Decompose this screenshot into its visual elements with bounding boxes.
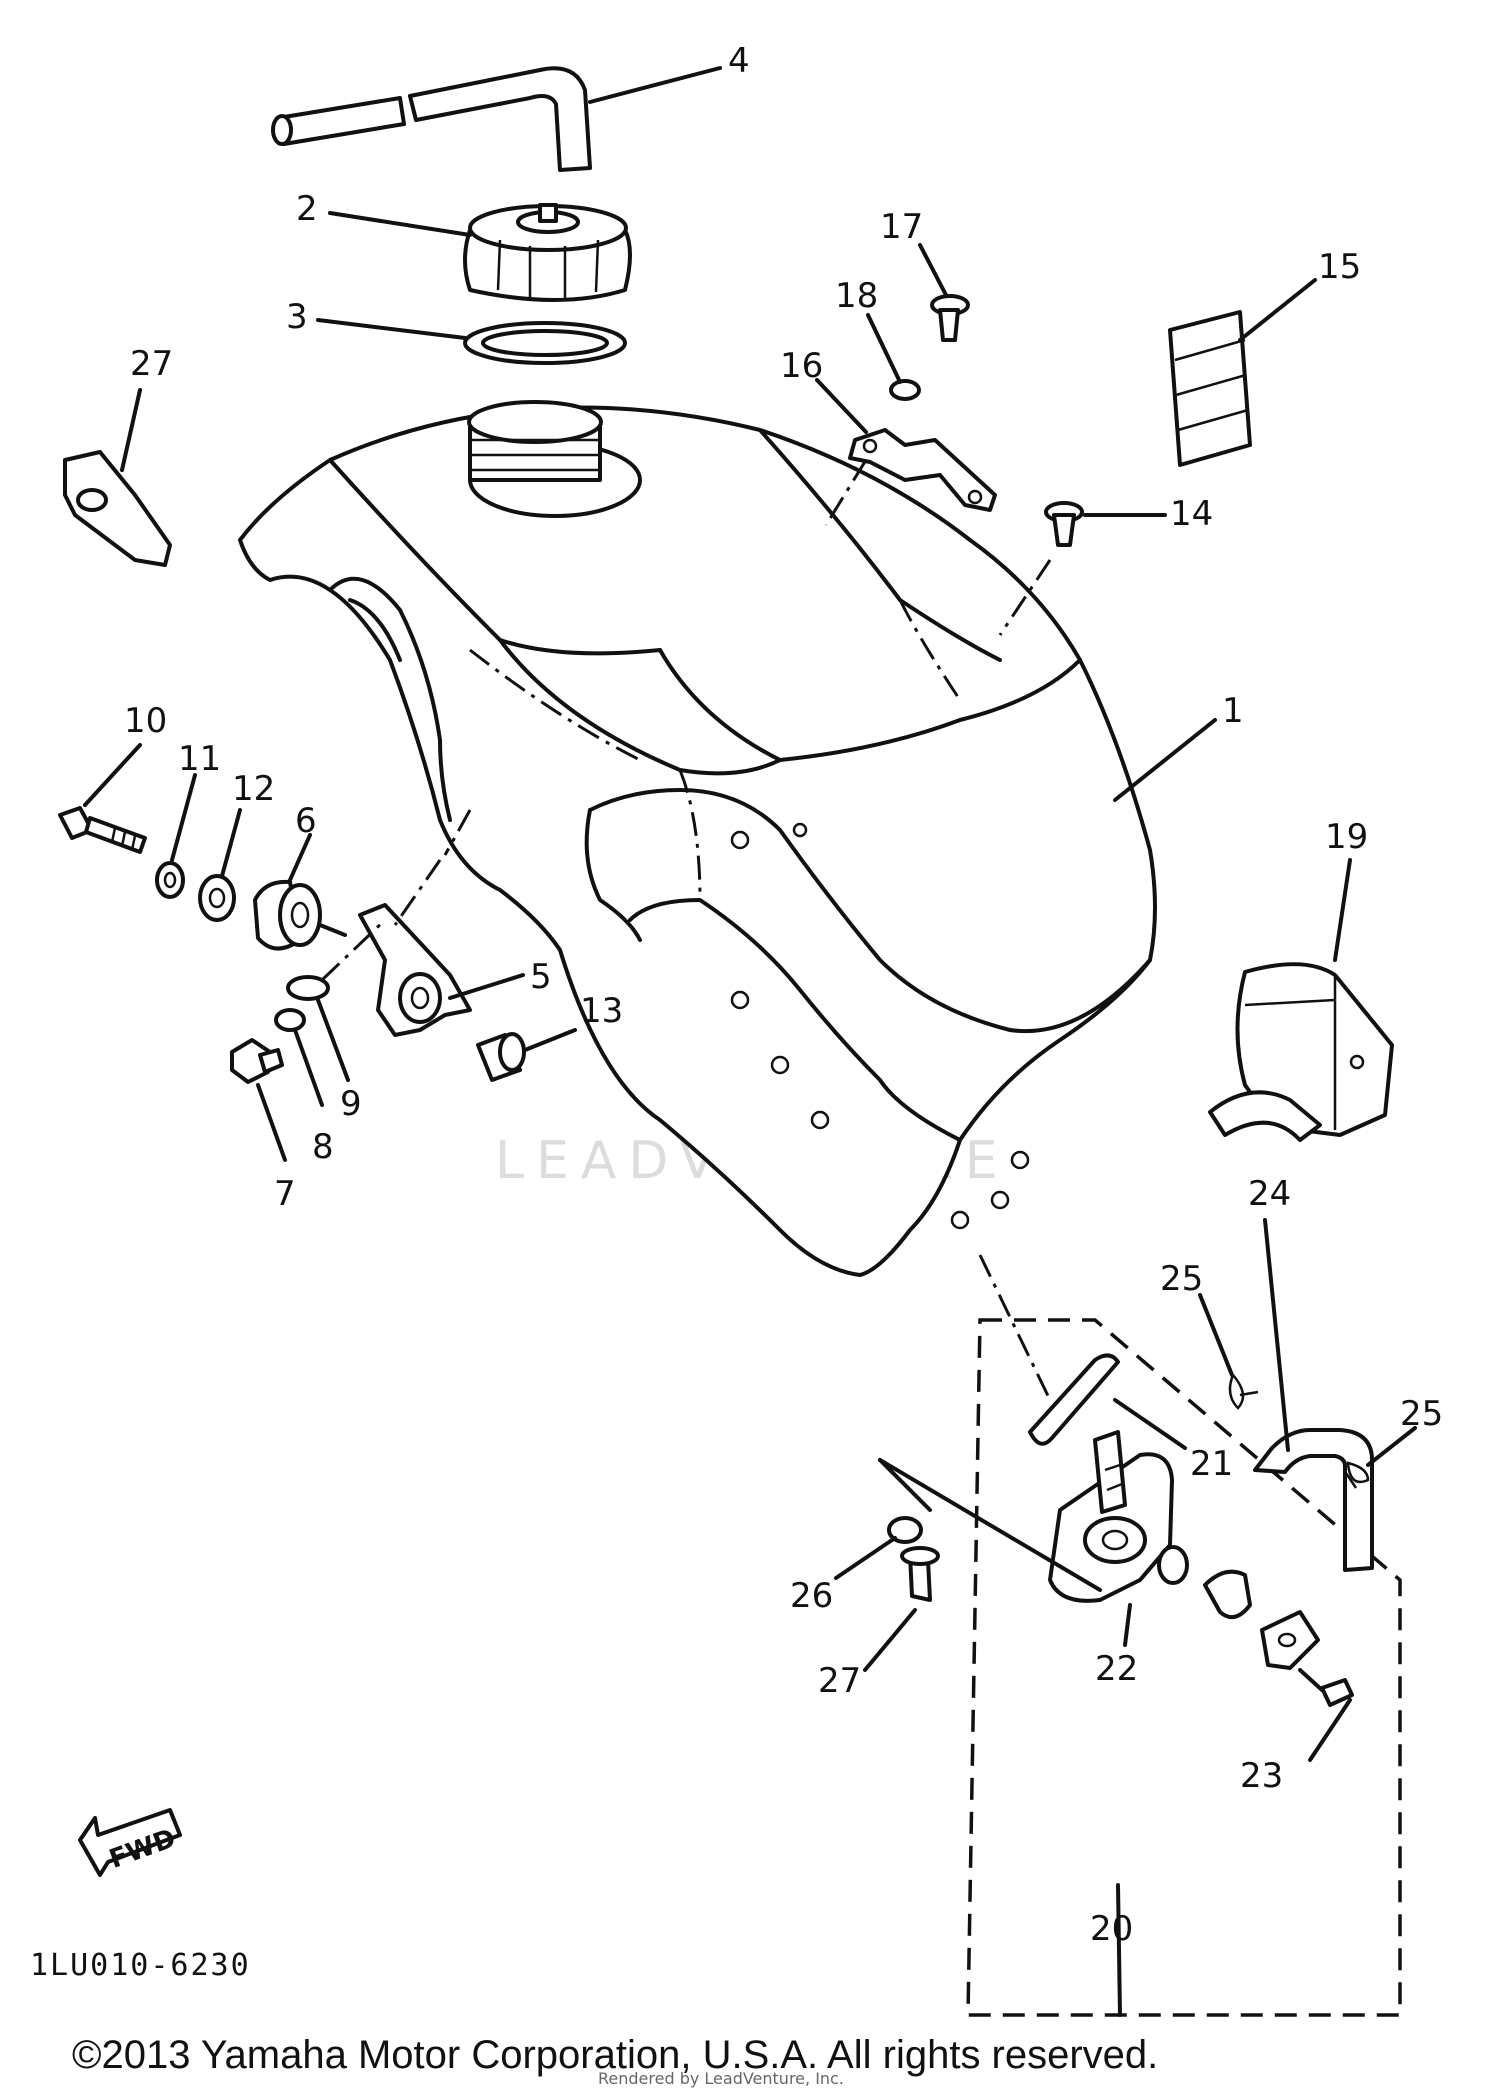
bolt-14 xyxy=(998,501,1084,636)
callout-7: 7 xyxy=(256,1083,296,1214)
fuel-tank xyxy=(238,400,1157,1277)
breather-hose xyxy=(271,66,592,172)
callout-14: 14 xyxy=(1083,494,1213,534)
svg-text:12: 12 xyxy=(232,769,275,809)
fwd-arrow-icon: FWD xyxy=(78,1808,182,1877)
callout-13: 13 xyxy=(523,991,623,1052)
svg-text:2: 2 xyxy=(296,189,318,229)
washer-12 xyxy=(198,874,236,922)
washer-11 xyxy=(155,861,185,899)
svg-text:23: 23 xyxy=(1240,1756,1283,1796)
callout-6: 6 xyxy=(288,801,317,882)
svg-text:25: 25 xyxy=(1160,1259,1203,1299)
svg-text:26: 26 xyxy=(790,1576,833,1616)
washer-9 xyxy=(286,918,387,1001)
collar-13 xyxy=(476,1032,526,1082)
callout-22: 22 xyxy=(1095,1603,1138,1689)
svg-text:7: 7 xyxy=(274,1174,296,1214)
callout-3: 3 xyxy=(286,297,467,340)
callout-11: 11 xyxy=(170,739,221,862)
svg-text:20: 20 xyxy=(1090,1909,1133,1949)
svg-text:9: 9 xyxy=(340,1084,362,1124)
svg-text:25: 25 xyxy=(1400,1394,1443,1434)
callout-23: 23 xyxy=(1240,1698,1352,1796)
fuel-cock-assembly xyxy=(878,1254,1402,2017)
svg-text:8: 8 xyxy=(312,1127,334,1167)
callout-9: 9 xyxy=(316,998,362,1124)
callout-27: 27 27 xyxy=(818,1608,917,1701)
svg-text:21: 21 xyxy=(1190,1444,1233,1484)
bolt-10 xyxy=(58,806,147,854)
svg-text:16: 16 xyxy=(780,346,823,386)
svg-text:14: 14 xyxy=(1170,494,1213,534)
svg-text:17: 17 xyxy=(880,207,923,247)
svg-text:18: 18 xyxy=(835,276,878,316)
bracket-5 xyxy=(358,809,472,1037)
callout-27-text: 27 xyxy=(818,1661,861,1701)
callout-8: 8 xyxy=(293,1028,334,1167)
washer-18 xyxy=(889,379,921,401)
svg-text:10: 10 xyxy=(124,701,167,741)
svg-text:15: 15 xyxy=(1318,247,1361,287)
svg-text:22: 22 xyxy=(1095,1649,1138,1689)
screw-17 xyxy=(930,294,970,342)
callout-12: 12 xyxy=(220,769,275,878)
callout-1: 1 xyxy=(1113,691,1244,802)
callout-4: 4 xyxy=(588,41,750,104)
washer-8 xyxy=(274,1008,306,1032)
damper-19 xyxy=(1208,962,1394,1142)
grommet-6 xyxy=(253,879,347,951)
damper-28 xyxy=(63,450,172,567)
rendered-by-credit: Rendered by LeadVenture, Inc. xyxy=(598,2069,844,2088)
damper-15 xyxy=(1168,310,1252,467)
callout-25b: 25 xyxy=(1366,1394,1443,1467)
svg-text:27: 27 xyxy=(130,344,173,384)
svg-text:5: 5 xyxy=(530,957,552,997)
svg-text:19: 19 xyxy=(1325,817,1368,857)
callout-20: 20 xyxy=(1090,1883,1133,2017)
callout-10: 10 xyxy=(83,701,167,807)
callout-5: 5 xyxy=(448,957,552,1000)
svg-text:24: 24 xyxy=(1248,1174,1291,1214)
callout-24: 24 xyxy=(1248,1174,1291,1452)
callout-28: 27 xyxy=(120,344,173,472)
svg-text:4: 4 xyxy=(728,41,750,81)
callout-2: 2 xyxy=(296,189,472,237)
svg-text:1: 1 xyxy=(1222,691,1244,731)
bolt-7 xyxy=(230,1038,284,1084)
callout-26: 26 xyxy=(790,1536,897,1616)
svg-text:13: 13 xyxy=(580,991,623,1031)
fuel-cap xyxy=(463,203,632,302)
svg-text:6: 6 xyxy=(295,801,317,841)
callout-16: 16 xyxy=(780,346,868,526)
copyright-notice: ©2013 Yamaha Motor Corporation, U.S.A. A… xyxy=(72,2033,1158,2077)
callout-19: 19 xyxy=(1325,817,1368,962)
svg-text:3: 3 xyxy=(286,297,308,337)
callout-17: 17 xyxy=(880,207,948,297)
svg-text:11: 11 xyxy=(178,739,221,779)
callout-25a: 25 xyxy=(1160,1259,1234,1377)
cap-gasket xyxy=(463,321,627,365)
callout-15: 15 xyxy=(1238,247,1361,342)
figure-code: 1LU010-6230 xyxy=(30,1948,251,1983)
callout-21: 21 xyxy=(1113,1398,1233,1484)
callout-18: 18 xyxy=(835,276,902,384)
